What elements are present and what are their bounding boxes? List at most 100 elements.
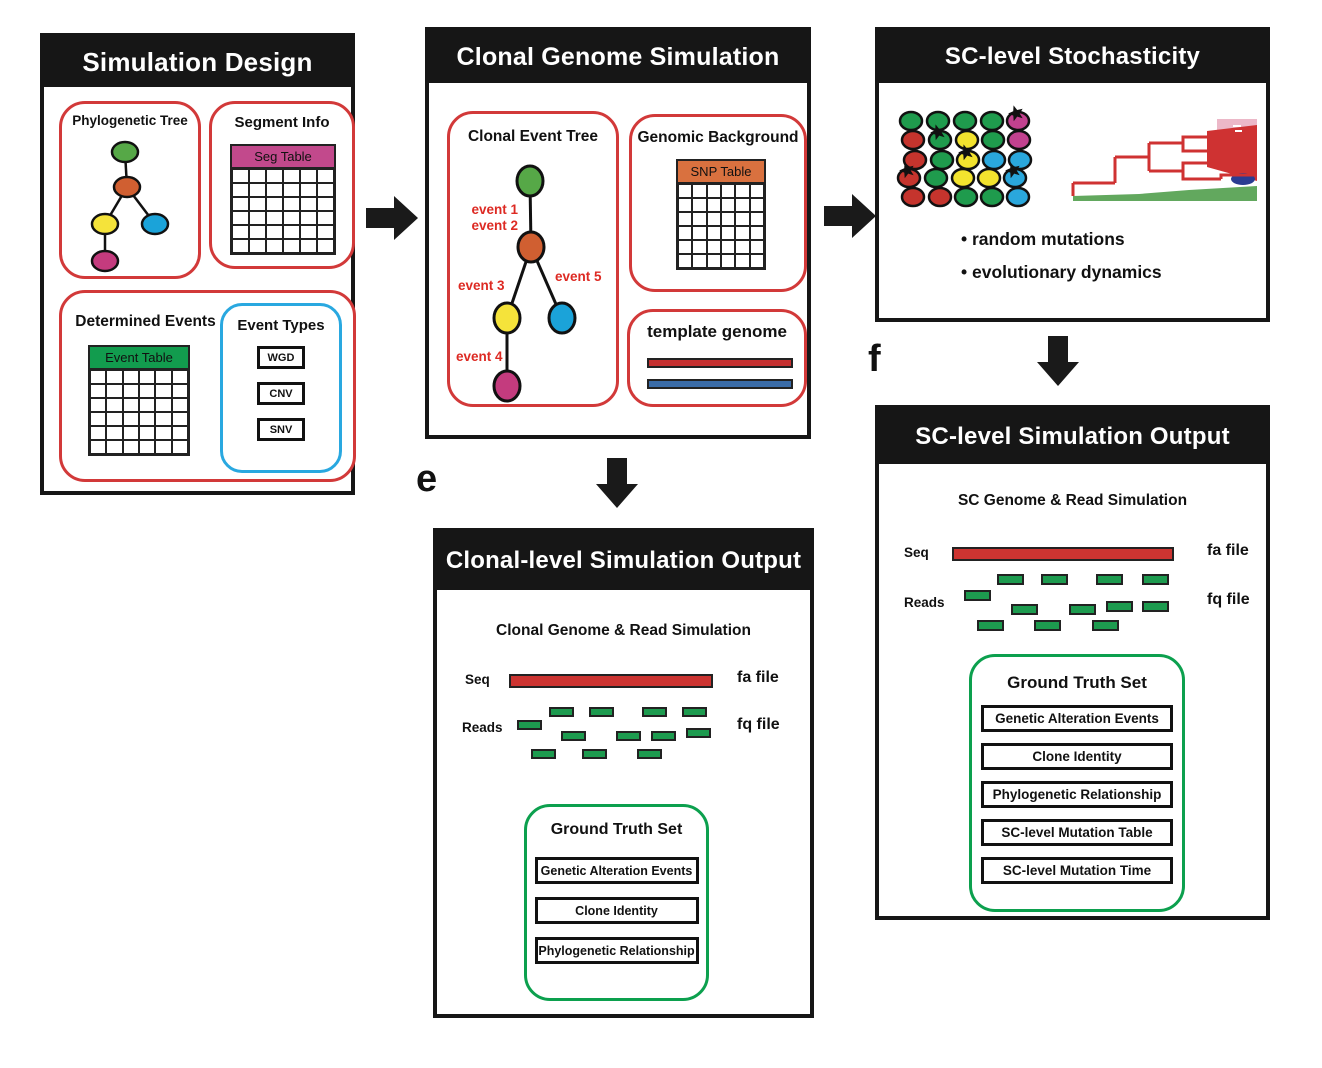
- fa-file-label: fa file: [1207, 542, 1249, 559]
- panel-sc-output: SC-level Simulation Output SC Genome & R…: [875, 405, 1270, 920]
- ground-truth-item: Clone Identity: [981, 743, 1173, 770]
- single-cell-green: [953, 186, 979, 208]
- fq-file-label: fq file: [737, 716, 780, 733]
- panel-title: Clonal-level Simulation Output: [437, 532, 810, 590]
- single-cell-yellow: [976, 167, 1002, 189]
- genomic-background-box: Genomic Background SNP Table: [629, 114, 807, 292]
- arrow-clonal-to-output: [596, 458, 638, 508]
- event-table: Event Table: [88, 345, 190, 456]
- phylogenetic-tree-box: Phylogenetic Tree: [59, 101, 201, 279]
- single-cell-red: [900, 186, 926, 208]
- tree-node-blue: [547, 301, 577, 335]
- table-title: Event Table: [90, 347, 188, 370]
- template-genome-red-bar: [647, 358, 793, 368]
- ground-truth-item: Phylogenetic Relationship: [534, 937, 699, 964]
- panel-title: SC-level Stochasticity: [879, 31, 1266, 83]
- single-cell-red: [900, 129, 926, 151]
- single-cell-yellow: [950, 167, 976, 189]
- single-cell-magenta: [1006, 129, 1032, 151]
- arrow-stochasticity-to-output: [1037, 336, 1079, 386]
- determined-events-title: Determined Events: [75, 313, 216, 330]
- table-title: Seg Table: [232, 146, 334, 169]
- mutation-star-icon: [1005, 162, 1020, 179]
- mutation-star-icon: [1008, 105, 1023, 122]
- panel-title: Clonal Genome Simulation: [429, 31, 807, 83]
- single-cell-green: [952, 110, 978, 132]
- panel-title: Simulation Design: [44, 37, 351, 87]
- sc-read-sim-subtitle: SC Genome & Read Simulation: [957, 492, 1188, 509]
- template-genome-blue-bar: [647, 379, 793, 389]
- single-cell-green: [929, 149, 955, 171]
- tree-node-magenta: [492, 369, 522, 403]
- single-cell-green: [979, 186, 1005, 208]
- reads-label: Reads: [904, 595, 945, 610]
- single-cell-grid: [896, 105, 1033, 208]
- single-cell-blue: [1005, 186, 1031, 208]
- tree-node-yellow: [492, 301, 522, 335]
- tree-node-yellow: [90, 212, 120, 236]
- segment-info-box: Segment Info Seg Table: [209, 101, 355, 269]
- seq-bar: [509, 674, 713, 688]
- ground-truth-item: SC-level Mutation Time: [981, 857, 1173, 884]
- table-grid: [678, 184, 764, 268]
- seq-label: Seq: [465, 672, 490, 687]
- event-2-label: event 2: [471, 218, 518, 233]
- single-cell-red: [902, 149, 928, 171]
- tree-node-green: [110, 140, 140, 164]
- mutation-star-icon: [899, 162, 914, 179]
- seq-label: Seq: [904, 545, 929, 560]
- mutation-star-icon: [958, 144, 973, 161]
- event-5-label: event 5: [555, 269, 602, 284]
- clonal-event-tree-title: Clonal Event Tree: [467, 128, 599, 145]
- event-types-box: Event Types WGD CNV SNV: [220, 303, 342, 473]
- tree-node-orange: [112, 175, 142, 199]
- ground-truth-item: Phylogenetic Relationship: [981, 781, 1173, 808]
- segment-info-title: Segment Info: [234, 114, 330, 131]
- genomic-background-title: Genomic Background: [637, 129, 799, 146]
- clonal-ground-truth-box: Ground Truth Set Genetic Alteration Even…: [524, 804, 709, 1001]
- event-type-chip: CNV: [257, 382, 305, 405]
- ground-truth-item: Genetic Alteration Events: [534, 857, 699, 884]
- arrow-design-to-clonal: [366, 196, 418, 240]
- panel-title: SC-level Simulation Output: [879, 409, 1266, 464]
- tree-node-magenta: [90, 249, 120, 273]
- ground-truth-item: SC-level Mutation Table: [981, 819, 1173, 846]
- clonal-read-sim-subtitle: Clonal Genome & Read Simulation: [496, 622, 751, 639]
- arrow-clonal-to-stochasticity: [824, 194, 876, 238]
- single-cell-green: [980, 129, 1006, 151]
- step-letter-e: e: [416, 458, 438, 500]
- ground-truth-item: Clone Identity: [534, 897, 699, 924]
- phylogenetic-tree-diagram: [90, 140, 170, 273]
- ground-truth-title: Ground Truth Set: [550, 821, 683, 838]
- seq-bar: [952, 547, 1174, 561]
- stochasticity-bullets: random mutationsevolutionary dynamics: [961, 229, 1162, 295]
- single-cell-yellow: [954, 129, 980, 151]
- single-cell-green: [979, 110, 1005, 132]
- phylogenetic-tree-title: Phylogenetic Tree: [72, 113, 188, 128]
- template-genome-box: template genome: [627, 309, 807, 407]
- event-type-chip: WGD: [257, 346, 305, 369]
- table-title: SNP Table: [678, 161, 764, 184]
- reads-label: Reads: [462, 720, 503, 735]
- template-genome-title: template genome: [647, 322, 787, 341]
- sc-ground-truth-box: Ground Truth Set Genetic Alteration Even…: [969, 654, 1185, 912]
- event-types-title: Event Types: [237, 317, 325, 334]
- tree-node-blue: [140, 212, 170, 236]
- event-type-chip: SNV: [257, 418, 305, 441]
- table-grid: [232, 169, 334, 253]
- clonal-event-tree-diagram: [492, 164, 577, 403]
- determined-events-box: Determined Events Event Table Event Type…: [59, 290, 356, 482]
- dendrogram-heatmap: [1071, 119, 1257, 201]
- bullet-item: random mutations: [961, 229, 1162, 250]
- single-cell-green: [925, 110, 951, 132]
- panel-simulation-design: Simulation Design Phylogenetic Tree: [40, 33, 356, 495]
- clonal-event-tree-box: Clonal Event Tree event 1 event 2: [447, 111, 619, 407]
- panel-clonal-output: Clonal-level Simulation Output Clonal Ge…: [433, 528, 814, 1018]
- single-cell-blue: [981, 149, 1007, 171]
- single-cell-green: [923, 167, 949, 189]
- table-grid: [90, 370, 188, 454]
- step-letter-f: f: [868, 338, 881, 380]
